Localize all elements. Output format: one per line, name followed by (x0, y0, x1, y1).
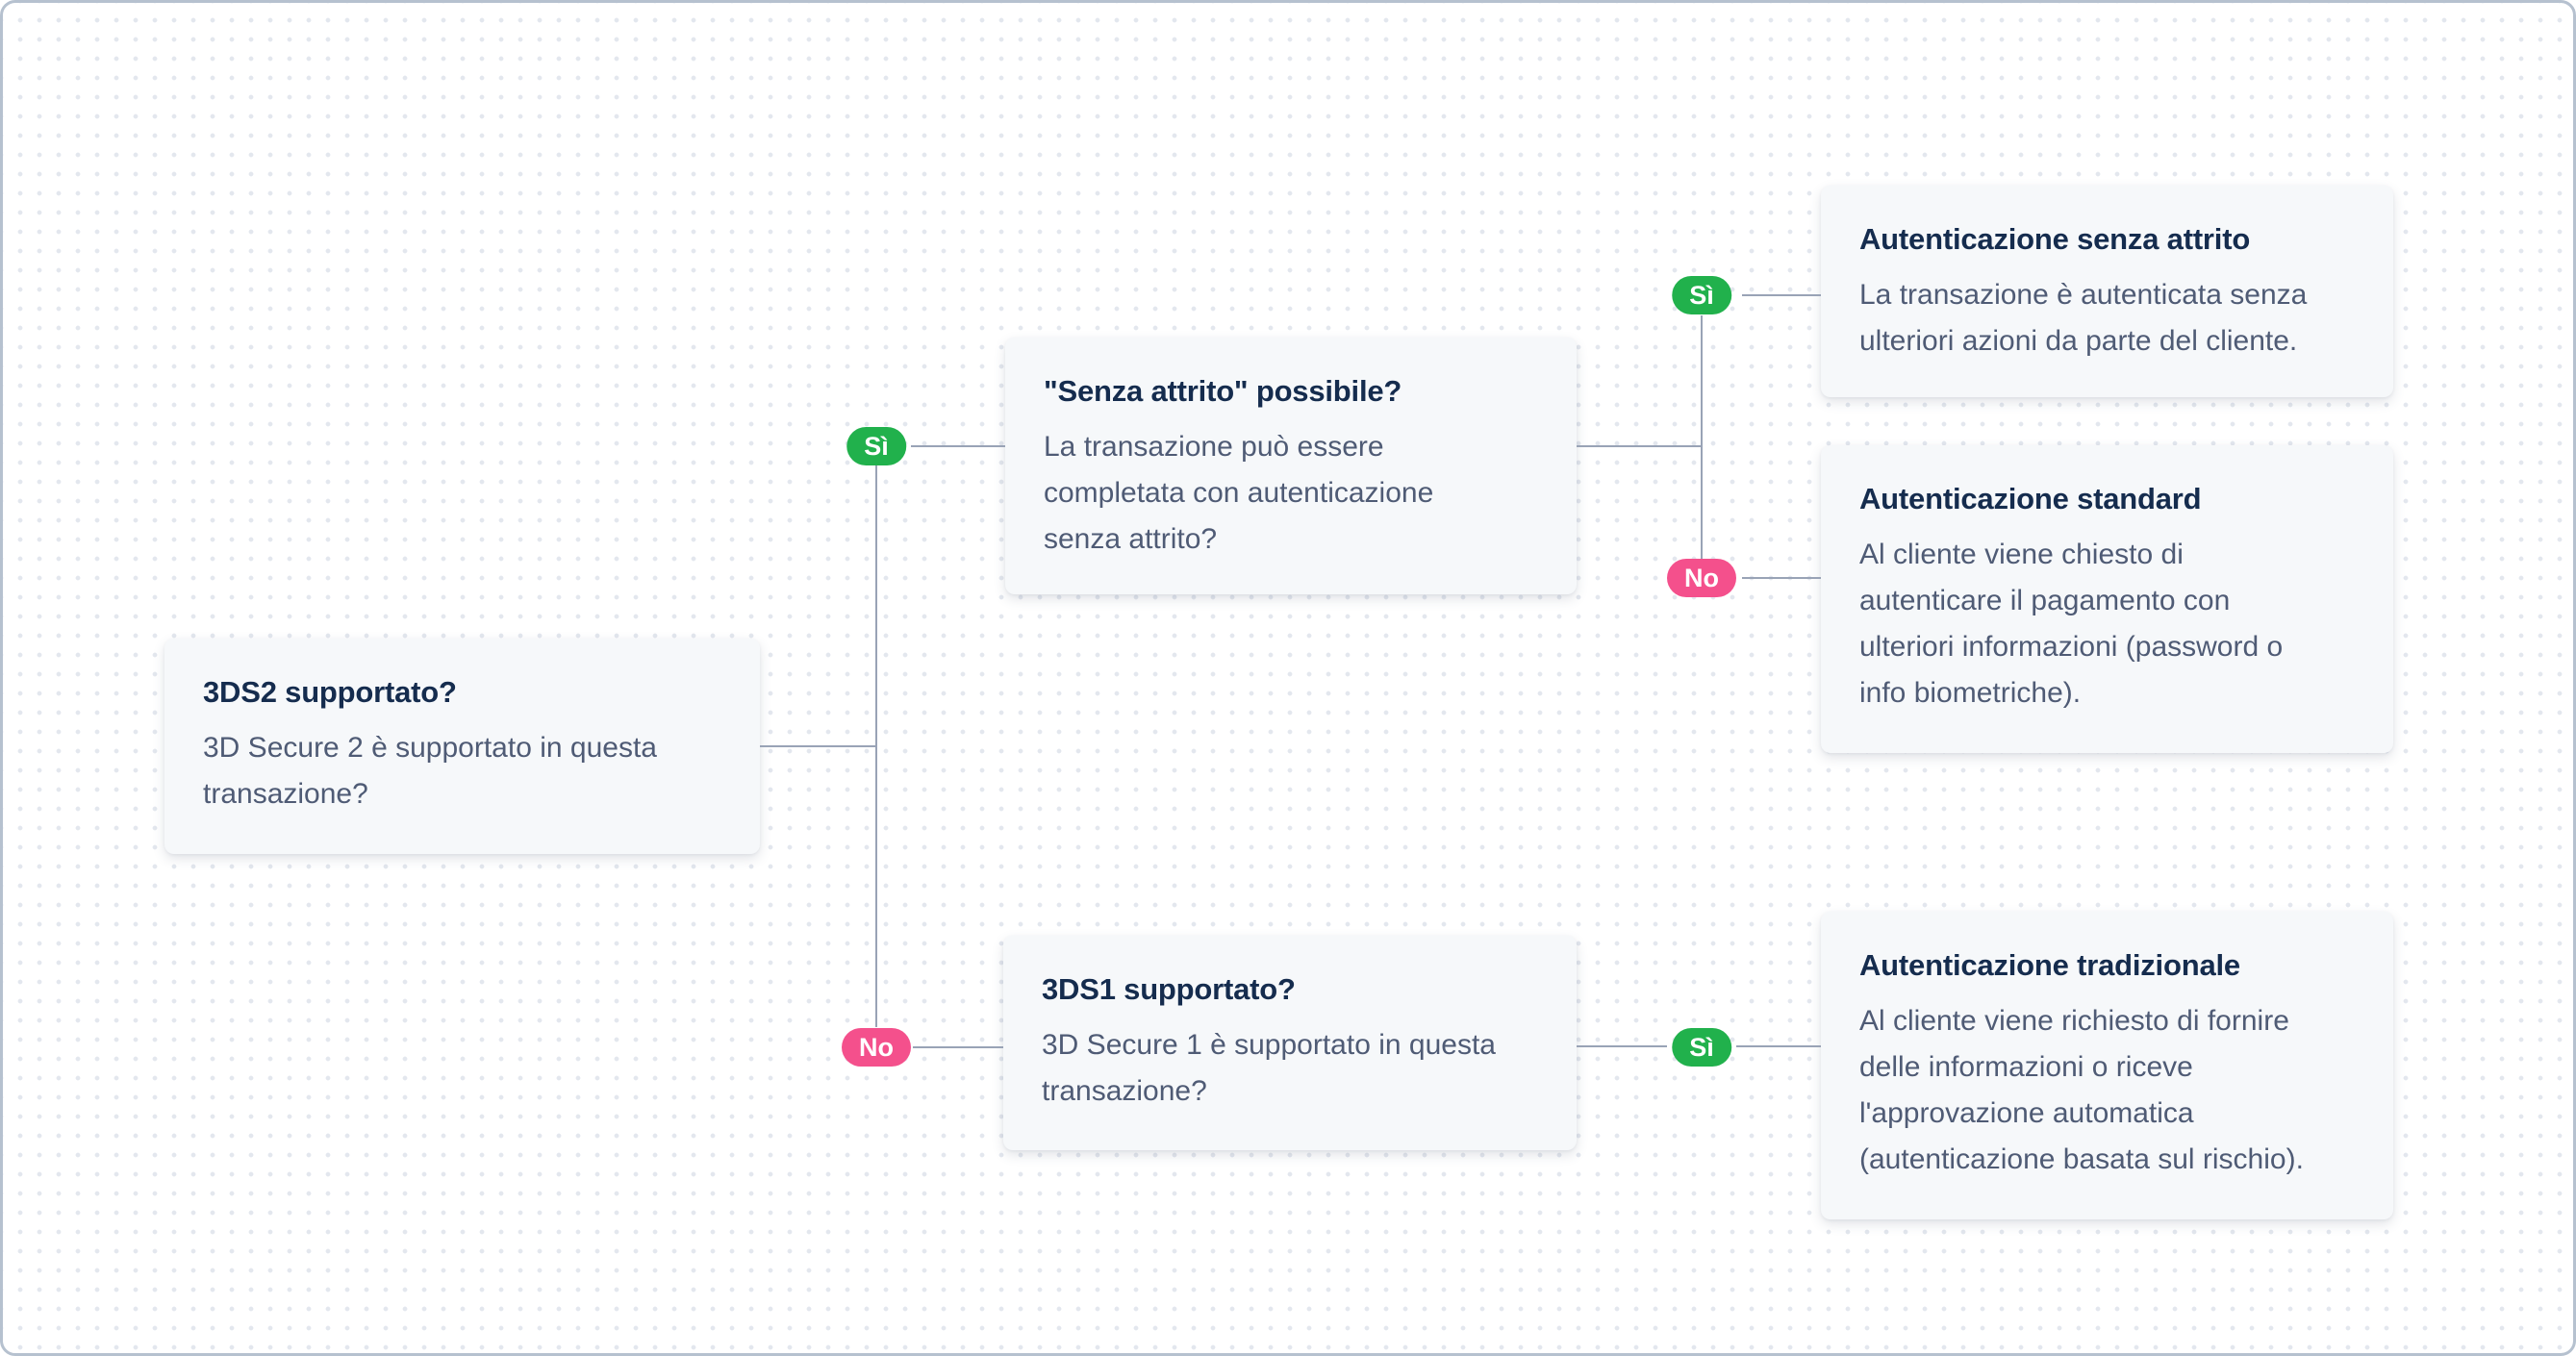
connector-frictionless-to-junction (1577, 445, 1702, 447)
node-body: Al cliente viene richiesto di fornire de… (1859, 1005, 2304, 1175)
node-auth-traditional: Autenticazione tradizionale Al cliente v… (1821, 912, 2393, 1219)
connector-no-to-auth-standard (1742, 577, 1821, 579)
node-body: 3D Secure 1 è supportato in questa trans… (1042, 1029, 1496, 1107)
connector-yes-to-auth-traditional (1736, 1045, 1821, 1047)
node-body: Al cliente viene chiesto di autenticare … (1859, 539, 2284, 709)
node-title: "Senza attrito" possibile? (1044, 374, 1402, 408)
badge-no-frictionless: No (1667, 559, 1736, 597)
node-title: 3DS1 supportato? (1042, 972, 1296, 1006)
badge-label: Sì (1689, 1032, 1714, 1062)
node-title: Autenticazione standard (1859, 482, 2202, 515)
badge-label: Sì (1689, 280, 1714, 310)
node-3ds2-supported: 3DS2 supportato? 3D Secure 2 è supportat… (164, 639, 760, 854)
connector-junction-vertical-right (1701, 315, 1703, 560)
node-title: Autenticazione senza attrito (1859, 222, 2251, 256)
node-frictionless-possible: "Senza attrito" possibile? La transazion… (1005, 338, 1577, 594)
badge-label: No (1684, 563, 1719, 592)
connector-yes-to-frictionless-question (911, 445, 1005, 447)
node-auth-frictionless: Autenticazione senza attrito La transazi… (1821, 186, 2393, 397)
badge-yes-3ds2: Sì (846, 427, 906, 465)
connector-no-to-3ds1-question (913, 1046, 1003, 1048)
node-body: 3D Secure 2 è supportato in questa trans… (203, 732, 657, 810)
badge-label: Sì (864, 431, 889, 461)
badge-yes-frictionless: Sì (1672, 276, 1731, 314)
connector-junction-vertical-left (875, 465, 877, 1027)
badge-no-3ds2: No (842, 1028, 911, 1067)
connector-3ds2-to-junction (760, 745, 876, 747)
node-body: La transazione può essere completata con… (1044, 431, 1434, 555)
node-auth-standard: Autenticazione standard Al cliente viene… (1821, 445, 2393, 753)
node-body: La transazione è autenticata senza ulter… (1859, 279, 2308, 357)
node-title: Autenticazione tradizionale (1859, 948, 2240, 982)
connector-yes-to-auth-frictionless (1742, 294, 1821, 296)
node-title: 3DS2 supportato? (203, 675, 457, 709)
connector-3ds1-to-yes (1577, 1045, 1667, 1047)
badge-label: No (859, 1032, 894, 1062)
node-3ds1-supported: 3DS1 supportato? 3D Secure 1 è supportat… (1003, 936, 1577, 1150)
badge-yes-3ds1: Sì (1672, 1028, 1731, 1067)
